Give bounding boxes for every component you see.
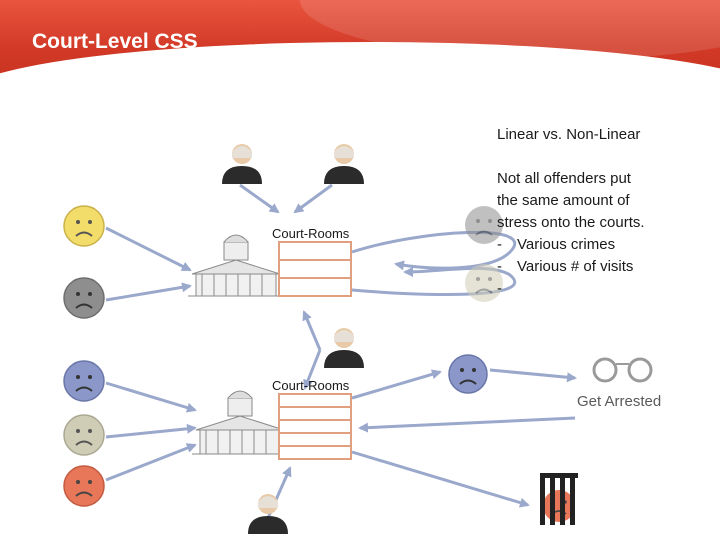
- face-beige-icon: [63, 414, 105, 456]
- courtroom-boxes-upper: [278, 241, 352, 297]
- arrow-blue-to-court2: [105, 381, 197, 413]
- title-banner: Court-Level CSS: [0, 0, 720, 80]
- arrow-yellow-to-court1: [105, 226, 192, 272]
- face-blue-icon: [63, 360, 105, 402]
- judge-icon: [222, 144, 262, 184]
- arrow-arrest-to-court2: [358, 416, 576, 433]
- courtroom-boxes-lower: [278, 393, 352, 460]
- flow-arrows: [105, 183, 577, 519]
- arrest-label: Get Arrested: [577, 393, 662, 410]
- note-line: the same amount of: [497, 192, 630, 209]
- arrow-judge2-to-court1: [293, 183, 333, 214]
- judge-icon: [248, 494, 288, 534]
- judge-icon: [324, 328, 364, 368]
- face-faded-beige-icon: [465, 264, 503, 302]
- judge-icon: [324, 144, 364, 184]
- note-bullet-text: Various # of visits: [517, 258, 634, 275]
- note-bullet: -: [497, 280, 502, 297]
- loop-arrow-lower: [351, 266, 517, 296]
- note-bullet-text: Various crimes: [517, 236, 616, 253]
- arrow-gray-to-court1: [105, 282, 192, 302]
- note-line: Not all offenders put: [497, 170, 631, 187]
- face-offender-blue-icon: [448, 354, 488, 394]
- arrow-judge3-to-court2: [303, 349, 322, 390]
- note-line: stress onto the courts.: [497, 214, 645, 231]
- note-bullet: -Various # of visits: [497, 258, 634, 275]
- arrow-judge3-to-court1: [302, 310, 322, 351]
- note-bullet: -Various crimes: [497, 236, 616, 253]
- courthouse-icon: [188, 234, 284, 297]
- face-yellow-icon: [63, 205, 105, 247]
- loop-arrow-upper: [351, 230, 517, 271]
- arrow-orange-to-court2: [105, 443, 197, 482]
- courtroom-label-upper: Court-Rooms: [272, 226, 350, 241]
- arrow-offender-to-arrest: [489, 368, 577, 383]
- handcuffs-icon: [592, 357, 653, 383]
- jail-icon: [540, 473, 578, 525]
- courthouse-icon: [192, 390, 288, 455]
- face-gray-icon: [63, 277, 105, 319]
- face-faded-gray-icon: [465, 206, 503, 244]
- notes-block: Not all offenders put the same amount of…: [497, 168, 697, 300]
- arrow-beige-to-court2: [105, 423, 197, 439]
- courtroom-label-lower: Court-Rooms: [272, 378, 350, 393]
- arrow-court2-to-jail: [351, 450, 530, 508]
- heading: Linear vs. Non-Linear: [497, 126, 641, 143]
- arrow-court2-to-offender: [351, 369, 442, 400]
- arrow-judge1-to-court1: [239, 183, 280, 214]
- page-title: Court-Level CSS: [32, 30, 198, 53]
- face-orange-icon: [63, 465, 105, 507]
